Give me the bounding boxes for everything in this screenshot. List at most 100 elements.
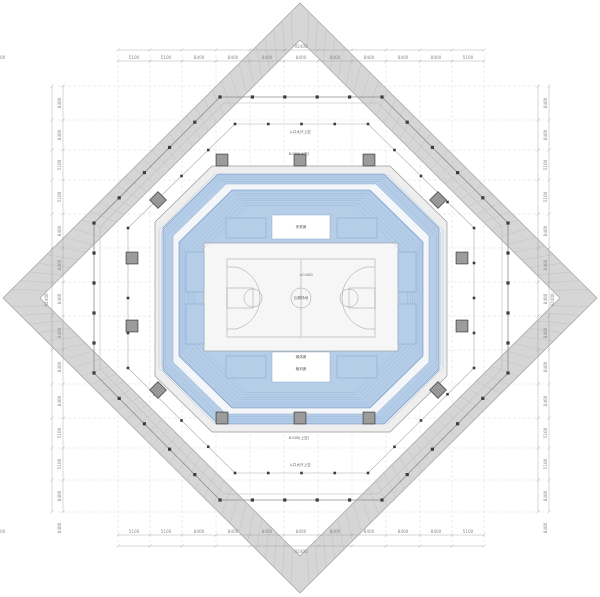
dimension-tick: [547, 178, 551, 182]
dimension-segment-label: 8400: [398, 55, 409, 60]
shell-rib: [506, 350, 536, 359]
column: [366, 471, 370, 475]
dimension-tick: [282, 48, 286, 52]
dimension-tick: [214, 544, 218, 548]
column: [206, 445, 210, 449]
column: [193, 473, 197, 477]
shell-rib: [315, 540, 318, 576]
dimension-tick: [547, 382, 551, 386]
shell-rib: [391, 464, 405, 489]
stair-core: [429, 381, 447, 399]
seat-row-lower: [184, 195, 418, 403]
column: [506, 281, 510, 285]
shell-rib: [399, 115, 414, 139]
dimension-tick: [536, 510, 540, 514]
dimension-tick: [116, 59, 120, 63]
shell-rib: [256, 518, 262, 550]
column: [419, 174, 423, 178]
stair-core: [362, 411, 376, 425]
dimension-tick: [384, 544, 388, 548]
stair-core: [149, 191, 167, 209]
dimension-tick: [350, 544, 354, 548]
dimension-tick: [384, 59, 388, 63]
column: [481, 396, 485, 400]
column: [142, 171, 146, 175]
dimension-segment-label: 8400: [262, 55, 273, 60]
shell-rib: [55, 343, 86, 351]
dimension-tick: [418, 48, 422, 52]
dimension-tick: [61, 446, 65, 450]
column: [117, 396, 121, 400]
dimension-segment-label: 8400: [57, 490, 62, 501]
shell-rib: [383, 98, 397, 124]
shell-rib: [422, 434, 440, 455]
dimension-tick: [282, 544, 286, 548]
shell-rib: [330, 37, 336, 71]
shell-rib: [29, 271, 63, 276]
column: [472, 261, 476, 265]
stair-core: [215, 411, 229, 425]
dimension-tick: [248, 59, 252, 63]
shell-rib: [116, 185, 140, 200]
dimension-tick: [536, 246, 540, 250]
dimension-tick: [116, 533, 120, 537]
column: [472, 296, 476, 300]
dimension-segment-label: 8400: [543, 293, 548, 304]
dimension-tick: [547, 416, 551, 420]
column: [218, 95, 222, 99]
dimension-segment-label: 5100: [57, 159, 62, 170]
shell-rib: [452, 176, 475, 192]
column: [393, 148, 396, 152]
dimension-tick: [536, 148, 540, 152]
stair-tread: [431, 193, 439, 201]
dimension-segment-label: 5100: [543, 458, 548, 469]
column: [506, 251, 510, 255]
shell-rib: [264, 525, 270, 559]
shell-rib: [151, 426, 171, 446]
shell-rib: [437, 419, 458, 437]
shell-rib: [552, 289, 589, 291]
dimension-tick: [316, 59, 320, 63]
column: [218, 498, 222, 502]
shell-rib: [498, 358, 528, 368]
shell-rib: [37, 263, 71, 268]
north-left-block: [225, 217, 267, 239]
dimension-tick: [248, 533, 252, 537]
dimension-segment-label: 5100: [543, 427, 548, 438]
shell-rib: [368, 81, 379, 109]
column: [126, 366, 130, 370]
dimension-tick: [450, 544, 454, 548]
east-block-bottom: [397, 303, 417, 345]
south-entrance-label: 入口大厅上空: [289, 462, 311, 467]
seat-row-upper: [165, 181, 437, 417]
dimension-segment-label: 8400: [330, 55, 341, 60]
shell-rib: [151, 150, 171, 170]
top-total-dimension: 92400: [294, 44, 308, 49]
column: [506, 341, 510, 345]
column: [126, 296, 130, 300]
column: [472, 331, 476, 335]
dimension-tick: [61, 246, 65, 250]
right-free-throw-circle: [339, 288, 359, 308]
shell-rib: [529, 263, 563, 268]
column: [405, 473, 409, 477]
shell-rib: [99, 381, 125, 394]
dimension-tick: [547, 148, 551, 152]
dimension-segment-label: 8400: [364, 55, 375, 60]
column: [180, 174, 183, 178]
dimension-tick: [450, 533, 454, 537]
west-block-bottom: [185, 303, 205, 345]
shell-rib: [20, 280, 56, 284]
dimension-segment-label: 8400: [543, 259, 548, 270]
column: [506, 371, 510, 375]
stair-core: [125, 319, 139, 333]
shell-rib: [445, 411, 467, 429]
column: [283, 498, 287, 502]
shell-rib: [338, 518, 344, 550]
column: [366, 122, 370, 126]
stair-cores: [125, 153, 469, 425]
dimension-tick: [148, 544, 152, 548]
dimension-segment-label: 8400: [330, 529, 341, 534]
stair-tread: [155, 387, 164, 396]
dimension-tick: [547, 446, 551, 450]
